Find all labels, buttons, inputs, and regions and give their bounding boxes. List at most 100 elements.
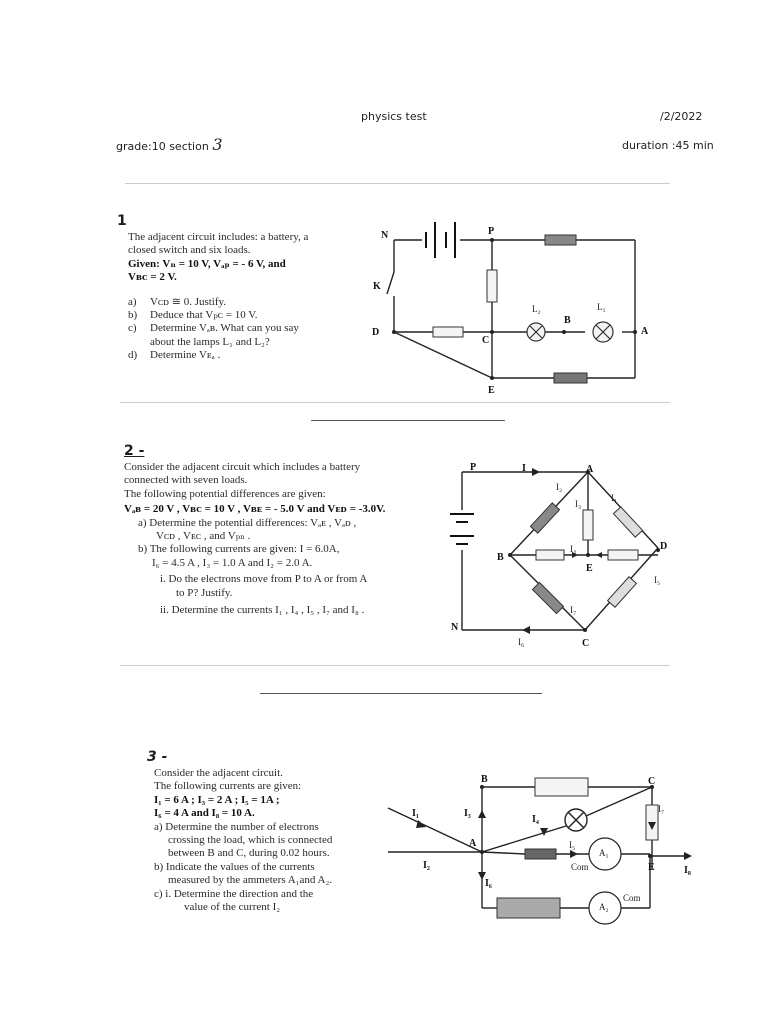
q1-given-2: Vʙᴄ = 2 V. [128,271,177,284]
q2-resistor-dc [606,576,638,608]
q1-label-a: A [641,326,649,337]
q3-resistor-ae [524,848,557,860]
q3-b-1: b) Indicate the values of the currents [154,860,315,873]
q2-divider [260,693,542,694]
q1-battery-icon [425,222,456,258]
q2-arrow-i4 [572,552,578,558]
q2-label-b: B [497,552,504,563]
q1-resistor-np [544,234,577,246]
grade-label: grade:10 section [116,140,209,153]
q2-label-i6: I₆ [518,637,525,647]
q1-resistor-dc [432,326,464,338]
q1-label-e: E [488,385,495,396]
q2-resistor-bc [531,581,565,615]
q3-arrow-i1 [416,820,426,828]
q1-label-c: C [482,335,490,346]
q1-given-1: Given: Vₙ = 10 V, Vₐₚ = - 6 V, and [128,257,286,270]
q3-label-i4: I₄ [532,814,539,825]
q3-label-i6: I₆ [485,878,492,889]
q2-label-n: N [451,622,459,633]
q1-label-l1: L₁ [597,302,606,312]
q3-label-a: A [469,838,477,849]
q2-bottom-shade [120,665,670,666]
q1-lamp-l1-icon [592,321,614,343]
q1-label-b: B [564,315,571,326]
q1-text: The adjacent circuit includes: a battery… [128,231,368,363]
q2-label-d: D [660,541,668,552]
q2-resistor-ed [607,549,639,561]
q2-label-i: I [522,463,526,474]
q2-resistor-be [535,549,565,561]
q3-text: Consider the adjacent circuit. The follo… [154,767,384,914]
q1-item-c2: about the lamps L₁ and L₂? [150,335,270,348]
q3-label-i1: I₁ [412,808,419,819]
q3-label-e: E [648,862,655,873]
test-title: physics test [361,110,427,123]
q3-c-2: value of the current I₂ [184,901,281,914]
q3-label-com1: Com [571,862,589,872]
test-date: /2/2022 [660,110,703,123]
q2-a-1: a) Determine the potential differences: … [138,516,357,529]
q3-a-2: crossing the load, which is connected [168,834,333,847]
q3-label-b: B [481,774,488,785]
grade-section: grade:10 section 3 [116,135,223,154]
q2-bii: ii. Determine the currents I₁ , I₄ , I₅ … [160,604,365,617]
q2-text: Consider the adjacent circuit which incl… [124,461,454,617]
q2-label-i4: I₄ [570,544,577,554]
q2-label-e: E [586,563,593,574]
test-duration: duration :45 min [622,139,714,152]
q3-label-i7: I₇ [658,804,665,814]
q2-arrow-i [532,468,540,476]
q2-bi-2: to P? Justify. [176,586,233,599]
q1-divider [311,420,505,421]
q1-lamp-l2-icon [526,322,546,342]
q2-given: Vₐʙ = 20 V , Vʙᴄ = 10 V , Vʙᴇ = - 5.0 V … [124,503,386,516]
q3-ammeter-a1-icon [588,837,622,871]
q2-resistor-ab [529,502,561,534]
q3-given-2: I₆ = 4 A and I₈ = 10 A. [154,807,255,820]
q3-c-1: c) i. Determine the direction and the [154,887,314,900]
q3-a-1: a) Determine the number of electrons [154,820,319,833]
q3-b-2: measured by the ammeters A₁and A₂. [168,874,333,887]
q1-item-c: c)Determine Vₐʙ. What can you say [128,322,299,335]
q1-bottom-shade [120,402,670,403]
q2-label-i7: I₇ [570,605,577,615]
q2-arrow-i6 [522,626,530,634]
q3-a-3: between B and C, during 0.02 hours. [168,847,330,860]
q2-a-2: Vᴄᴅ , Vᴇᴄ , and Vₚₙ . [156,530,251,543]
q1-item-d: d)Determine Vᴇₐ . [128,349,221,362]
q1-item-b: b)Deduce that Vₚᴄ = 10 V. [128,309,258,322]
q2-label-p: P [470,462,477,473]
q3-number: 3 - [147,749,168,765]
q1-intro-1: The adjacent circuit includes: a battery… [128,231,309,243]
q3-intro-1: Consider the adjacent circuit. [154,767,283,779]
q2-number: 2 - [124,443,145,459]
q1-number: 1 [117,213,127,229]
section-mark: 3 [212,135,223,154]
q2-bi-1: i. Do the electrons move from P to A or … [160,573,368,586]
q1-resistor-ea [553,372,588,384]
q2-intro-1: Consider the adjacent circuit which incl… [124,461,361,473]
q3-label-com2: Com [623,893,641,903]
header-divider [125,183,670,184]
q3-arrow-i6 [478,872,486,880]
q2-intro-2: connected with seven loads. [124,474,248,487]
q2-b-2: I₆ = 4.5 A , I₃ = 1.0 A and I₂ = 2.0 A. [152,556,313,569]
q1-label-l2: L₂ [532,304,541,314]
q2-label-a: A [586,464,594,475]
q2-label-i1: I₁ [611,493,618,503]
q2-label-c: C [582,638,590,649]
q3-label-a1: A₁ [599,848,609,858]
q3-ammeter-a2-icon [588,891,622,925]
q3-label-c: C [648,776,656,787]
q1-label-p: P [488,226,495,237]
q3-label-i8: I₈ [684,865,691,876]
q1-intro-2: closed switch and six loads. [128,244,251,257]
q1-label-n: N [381,230,389,241]
q2-intro-3: The following potential differences are … [124,487,326,500]
q2-label-i2: I₂ [556,482,563,492]
q2-arrow-i5 [596,552,602,558]
